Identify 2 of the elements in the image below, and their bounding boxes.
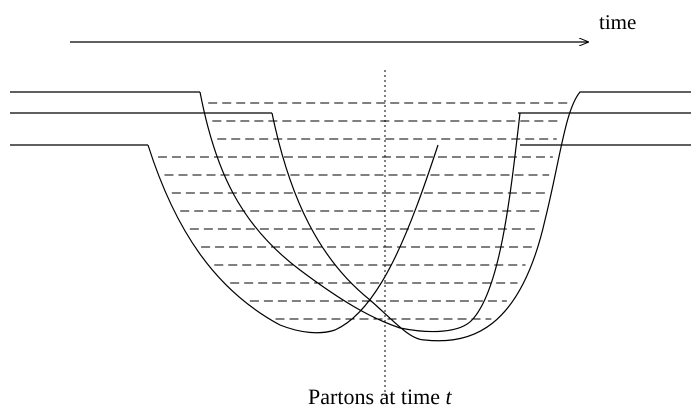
axis-label: time xyxy=(599,10,636,35)
caption-text: Partons at time t xyxy=(308,384,452,410)
